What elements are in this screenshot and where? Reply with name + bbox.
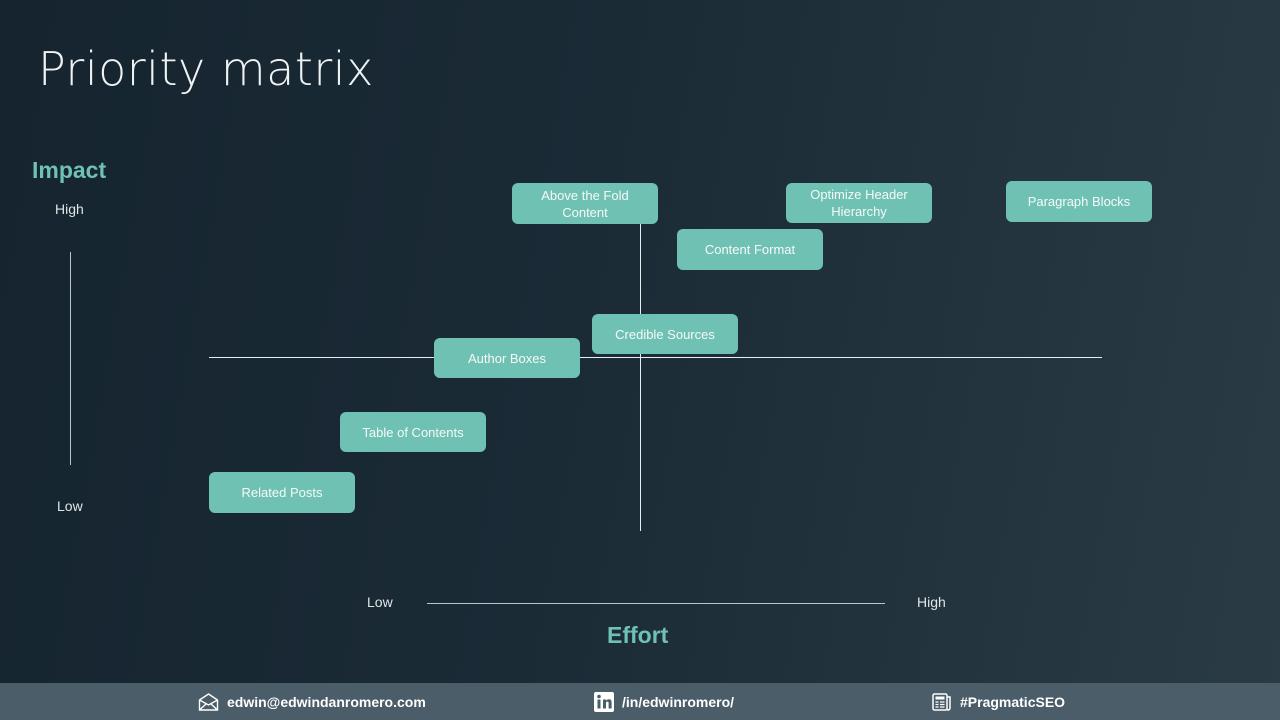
- email-text: edwin@edwindanromero.com: [227, 693, 426, 710]
- y-axis-title: Impact: [32, 157, 107, 183]
- item-author-boxes[interactable]: Author Boxes: [434, 338, 580, 378]
- horizontal-divider: [209, 357, 1102, 358]
- x-axis-line: [427, 603, 885, 604]
- item-related-posts[interactable]: Related Posts: [209, 472, 355, 513]
- envelope-icon: [198, 692, 219, 711]
- page-title: Priority matrix: [38, 42, 374, 96]
- linkedin-text: /in/edwinromero/: [622, 693, 735, 710]
- x-axis-title: Effort: [607, 622, 669, 648]
- footer-hashtag[interactable]: #PragmaticSEO: [932, 683, 1065, 720]
- y-axis-line: [70, 252, 71, 465]
- footer-linkedin[interactable]: /in/edwinromero/: [594, 683, 734, 720]
- hashtag-text: #PragmaticSEO: [960, 693, 1066, 710]
- footer-bar: edwin@edwindanromero.com /in/edwinromero…: [0, 683, 1280, 720]
- item-paragraph-blocks[interactable]: Paragraph Blocks: [1006, 181, 1152, 222]
- item-credible-sources[interactable]: Credible Sources: [592, 314, 738, 354]
- item-optimize-header[interactable]: Optimize Header Hierarchy: [786, 183, 932, 223]
- footer-email[interactable]: edwin@edwindanromero.com: [198, 683, 426, 720]
- y-axis-high-label: High: [55, 201, 84, 217]
- item-table-of-contents[interactable]: Table of Contents: [340, 412, 486, 452]
- newspaper-icon: [932, 692, 951, 711]
- item-above-the-fold[interactable]: Above the Fold Content: [512, 183, 658, 224]
- vertical-divider: [640, 224, 641, 531]
- item-content-format[interactable]: Content Format: [677, 229, 823, 270]
- x-axis-high-label: High: [917, 594, 946, 610]
- x-axis-low-label: Low: [367, 594, 393, 610]
- linkedin-icon: [594, 691, 614, 712]
- y-axis-low-label: Low: [57, 498, 83, 514]
